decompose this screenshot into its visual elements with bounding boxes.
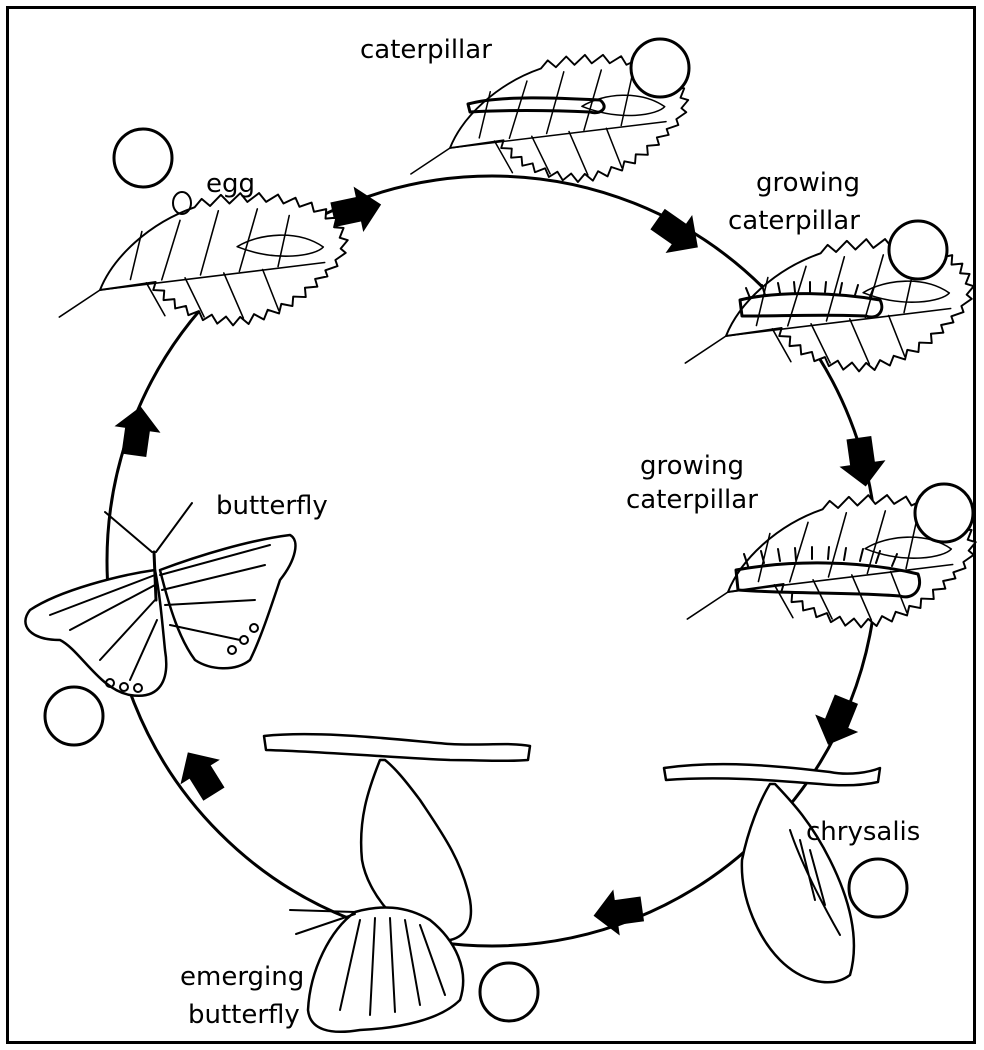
label-chrysalis: chrysalis <box>806 817 920 847</box>
label-emerging-butterfly-line2: butterfly <box>188 1000 300 1030</box>
answer-circle-egg[interactable] <box>114 129 172 187</box>
cycle-arrow <box>837 435 887 489</box>
answer-circle-emerging-butterfly[interactable] <box>480 963 538 1021</box>
chrysalis-illustration <box>742 784 854 982</box>
cycle-arrow <box>112 404 162 458</box>
cycle-arrow <box>808 691 867 752</box>
cycle-arrow <box>170 741 233 805</box>
answer-circle-butterfly[interactable] <box>45 687 103 745</box>
answer-circle-chrysalis[interactable] <box>849 859 907 917</box>
label-growing-caterpillar-1-line1: growing <box>756 168 860 198</box>
label-growing-caterpillar-2-line1: growing <box>640 451 744 481</box>
label-butterfly: butterfly <box>216 491 328 521</box>
emerging-branch-illustration <box>264 734 530 761</box>
label-emerging-butterfly-line1: emerging <box>180 962 304 992</box>
label-growing-caterpillar-2-line2: caterpillar <box>626 485 758 515</box>
answer-circle-growing-caterpillar-1[interactable] <box>889 221 947 279</box>
chrysalis-branch-illustration <box>664 764 880 785</box>
label-egg: egg <box>206 169 255 199</box>
egg-leaf-illustration <box>50 184 354 340</box>
answer-circle-caterpillar[interactable] <box>631 39 689 97</box>
egg-illustration <box>173 192 191 214</box>
label-growing-caterpillar-1-line2: caterpillar <box>728 206 860 236</box>
label-caterpillar: caterpillar <box>360 35 492 65</box>
butterfly-illustration <box>25 503 295 696</box>
answer-circle-growing-caterpillar-2[interactable] <box>915 484 973 542</box>
